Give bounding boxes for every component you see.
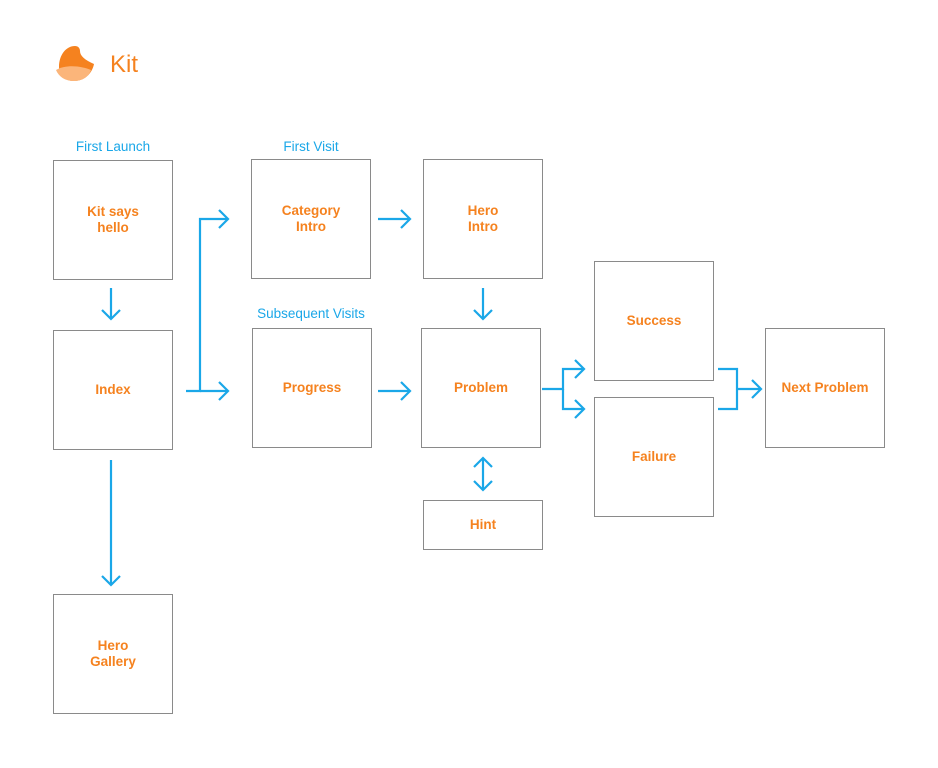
arrow-problem-fork	[542, 367, 584, 391]
section-label-subsequent-visits: Subsequent Visits	[257, 306, 365, 321]
node-label: Hero Intro	[467, 203, 499, 234]
section-label-first-visit: First Visit	[283, 139, 339, 154]
brand-name: Kit	[110, 51, 139, 78]
node-kit-says-hello: Kit says hello	[53, 160, 173, 280]
node-label: Index	[95, 382, 131, 397]
arrowhead-problem-hint-up	[473, 456, 493, 468]
section-label-first-launch: First Launch	[75, 139, 151, 154]
node-label: Success	[626, 313, 682, 328]
arrowhead-problem-hint-down	[473, 480, 493, 492]
kit-logo-icon	[53, 43, 99, 85]
arrowhead-to-next-problem	[751, 379, 763, 399]
arrowhead-hello-to-index	[101, 309, 121, 321]
node-hero-intro: Hero Intro	[423, 159, 543, 279]
arrowhead-to-failure	[574, 399, 586, 419]
node-label: Progress	[282, 380, 342, 395]
node-failure: Failure	[594, 397, 714, 517]
node-label: Hero Gallery	[90, 638, 136, 669]
node-hero-gallery: Hero Gallery	[53, 594, 173, 714]
arrow-failure-join	[718, 389, 739, 411]
arrow-problem-to-failure	[561, 389, 584, 411]
node-category-intro: Category Intro	[251, 159, 371, 279]
arrow-index-fork	[186, 217, 228, 393]
node-next-problem: Next Problem	[765, 328, 885, 448]
arrowhead-to-success	[574, 359, 586, 379]
node-success: Success	[594, 261, 714, 381]
node-label: Hint	[469, 517, 497, 532]
node-problem: Problem	[421, 328, 541, 448]
arrowhead-index-to-gallery	[101, 575, 121, 587]
node-label: Kit says hello	[87, 204, 139, 235]
node-label: Failure	[631, 449, 677, 464]
arrowhead-progress-to-problem	[400, 381, 412, 401]
arrowhead-category-to-hero-intro	[400, 209, 412, 229]
node-label: Problem	[453, 380, 508, 395]
arrowhead-to-category-intro	[218, 209, 230, 229]
node-label: Category Intro	[281, 203, 341, 234]
arrow-success-join	[718, 367, 739, 389]
arrowhead-to-progress	[218, 381, 230, 401]
node-label: Next Problem	[781, 380, 869, 395]
node-index: Index	[53, 330, 173, 450]
arrowhead-hero-intro-to-problem	[473, 309, 493, 321]
node-hint: Hint	[423, 500, 543, 550]
node-progress: Progress	[252, 328, 372, 448]
